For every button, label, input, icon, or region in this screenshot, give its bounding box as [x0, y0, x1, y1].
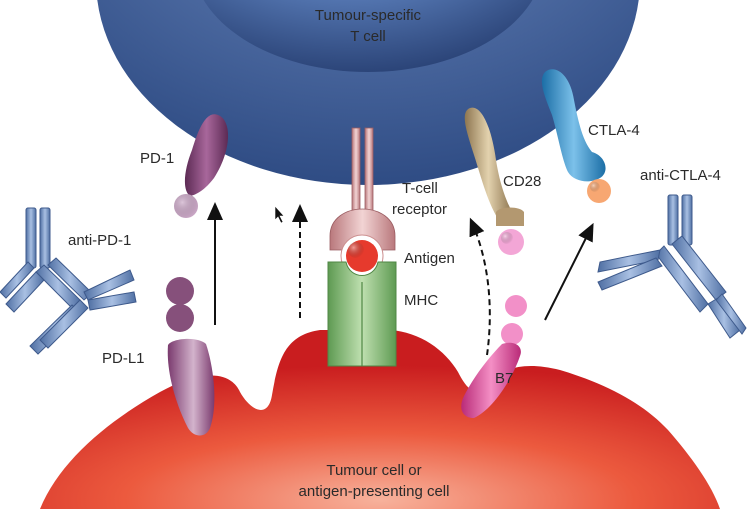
anti-pd1-label: anti-PD-1 [68, 232, 131, 249]
pd1-receptor: PD-1 [140, 114, 229, 218]
anti-ctla4-antibody: anti-CTLA-4 [597, 167, 747, 339]
antigen-label: Antigen [404, 250, 455, 267]
ctla4-label: CTLA-4 [588, 122, 640, 139]
tcr-label-line1: T-cell [402, 180, 438, 197]
t-cell-label-line2: T cell [350, 28, 386, 45]
b7-to-ctla4-arrow [544, 222, 594, 321]
tumour-label-line1: Tumour cell or [326, 462, 421, 479]
antigen: Antigen [340, 234, 455, 278]
t-cell: Tumour-specific T cell [97, 0, 639, 185]
tumour-cell: Tumour cell or antigen-presenting cell [40, 330, 720, 509]
cd28-receptor: CD28 [464, 107, 541, 255]
b7-to-cd28-dashed-arrow [469, 217, 491, 356]
t-cell-receptor: T-cell receptor [329, 127, 447, 251]
mouse-cursor [274, 205, 285, 224]
t-cell-label-line1: Tumour-specific [315, 7, 422, 24]
anti-ctla4-label: anti-CTLA-4 [640, 167, 721, 184]
mhc-label: MHC [404, 292, 438, 309]
b7-label: B7 [495, 370, 513, 387]
cd28-label: CD28 [503, 173, 541, 190]
pd1-label: PD-1 [140, 150, 174, 167]
pdl1-ligand: PD-L1 [102, 277, 215, 436]
mhc: MHC [327, 261, 438, 367]
pdl1-label: PD-L1 [102, 350, 145, 367]
tumour-label-line2: antigen-presenting cell [299, 483, 450, 500]
tcr-label-line2: receptor [392, 201, 447, 218]
ctla4-receptor: CTLA-4 [541, 69, 640, 203]
b7-ligand: B7 [461, 295, 527, 418]
anti-pd1-antibody: anti-PD-1 [0, 207, 137, 355]
